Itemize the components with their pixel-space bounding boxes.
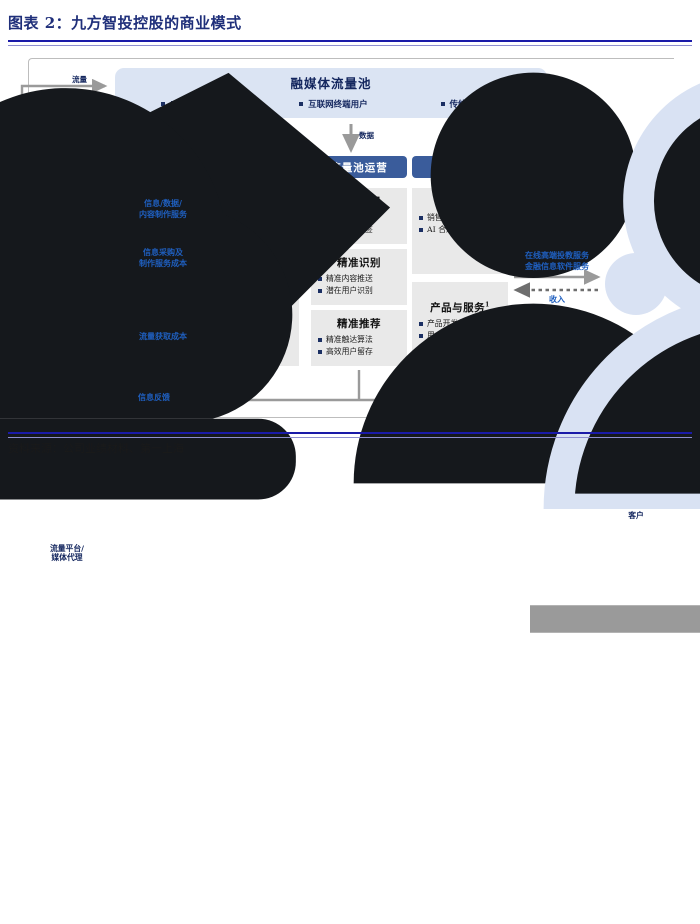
node-traffic-platform: 流量平台/ 媒体代理	[0, 87, 296, 562]
card-bullet: 高效用户留存	[318, 347, 400, 357]
diagram-page: 图表 2：九方智投控股的商业模式	[0, 12, 700, 633]
flow-label-partner-service: 信息/数据/ 内容制作服务	[139, 198, 187, 219]
bullet-square-icon	[318, 350, 322, 354]
flow-label-traffic-cost: 流量获取成本	[139, 331, 187, 341]
solid-arrow-icon	[530, 605, 700, 633]
card-bullet: 精准触达算法	[318, 335, 400, 345]
flow-label-feedback: 信息反馈	[138, 392, 170, 402]
bullet-square-icon	[419, 216, 423, 220]
bullet-square-icon	[419, 228, 423, 232]
legend-item-cash-flow: 现金流向	[530, 855, 700, 924]
flow-label-partner-cost: 信息采购及 制作服务成本	[139, 247, 187, 268]
footer-divider	[8, 432, 692, 438]
source-note: 资料来源：公司业绩材料、第一上海	[8, 442, 184, 455]
node-client: 客户	[353, 72, 700, 520]
legend-item-information-flow: 信息/服务流向	[530, 388, 700, 850]
flow-label-client-service: 在线高端投教服务 金融信息软件服务	[525, 250, 589, 271]
page-title: 图表 2：九方智投控股的商业模式	[8, 12, 692, 33]
flow-label-revenue: 收入	[549, 294, 565, 304]
page-title-text: 图表 2：九方智投控股的商业模式	[8, 14, 242, 32]
card-bullet-list: 精准触达算法 高效用户留存	[318, 335, 400, 357]
bullet-square-icon	[318, 338, 322, 342]
dotted-arrow-icon	[530, 855, 700, 924]
node-label: 流量平台/ 媒体代理	[49, 543, 85, 563]
title-divider	[8, 40, 692, 46]
legend: 信息/服务流向 现金流向	[530, 388, 700, 924]
flow-label-traffic: 流量	[72, 75, 87, 84]
